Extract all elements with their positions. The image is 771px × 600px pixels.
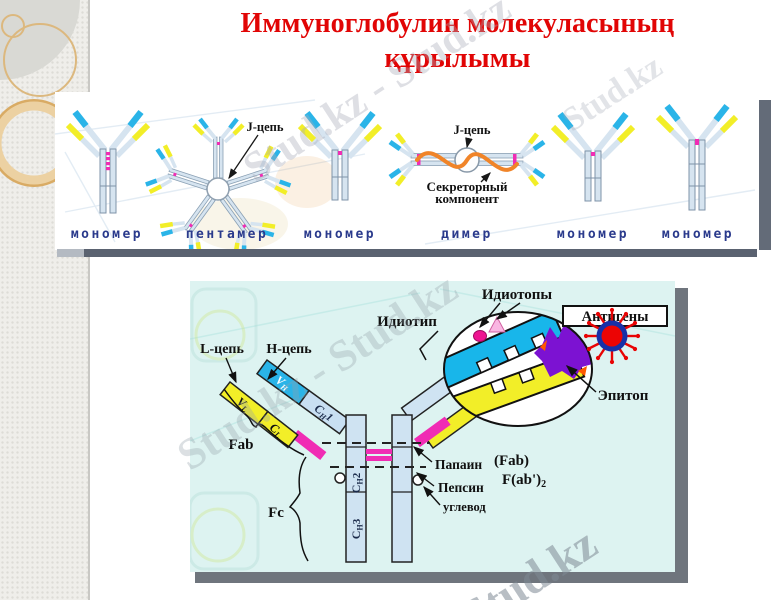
- idiotopes-label: Идиотопы: [482, 287, 553, 303]
- virus-icon: [583, 307, 641, 365]
- right-frame-strip: [675, 288, 688, 583]
- slide-title-line1: Иммуноглобулин молекуласының: [240, 8, 675, 39]
- papain-arrow: [412, 446, 433, 463]
- pentamer-j-chain-label: J-цепь: [247, 120, 284, 134]
- thin-ring-icon: [3, 23, 77, 97]
- light-chain-bar: VL CL: [219, 380, 299, 449]
- carbohydrate-label: углевод: [443, 500, 486, 514]
- papain-fragment-label: (Fab): [494, 453, 529, 469]
- papain-label: Папаин: [435, 457, 482, 472]
- idiotope-blob-pink: [473, 330, 487, 342]
- unit-label-monomer-1: мономер: [71, 227, 143, 242]
- idiotope-arrow: [495, 302, 521, 320]
- l-chain-label: L-цепь: [200, 342, 244, 357]
- domain-ch2-label: CH2: [349, 472, 365, 493]
- slide-title: Иммуноглобулин молекуласының құрылымы: [150, 6, 765, 76]
- unit-labels: мономер пентамер мономер димер мономер м…: [71, 227, 734, 242]
- pepsin-arrow: [415, 472, 435, 487]
- l-chain-arrow: [225, 357, 237, 384]
- unit-label-monomer-4: мономер: [662, 227, 734, 242]
- dimer-j-chain-arrow: [465, 137, 473, 149]
- secretory-label-line2: компонент: [435, 191, 499, 206]
- ghost-logo: [190, 287, 260, 571]
- idiotope-arrow: [479, 302, 501, 329]
- hinge-disulfide-bonds: [366, 449, 392, 461]
- ghost-logo-blob: [275, 156, 339, 208]
- fab-label: Fab: [228, 437, 253, 453]
- domain-ch3-label: CH3: [349, 518, 365, 539]
- secretory-label-line1: Секреторный: [427, 179, 508, 194]
- unit-label-pentamer: пентамер: [186, 227, 269, 242]
- idiotope-blob-light: [488, 315, 506, 333]
- idiotype-bracket: [419, 330, 439, 361]
- antibody-structure-figure: VL CL VH CH1: [190, 281, 688, 583]
- bottom-scrollbar-thumb: [57, 249, 84, 257]
- l-h-bond: [414, 416, 451, 448]
- right-scrollbar-strip: [759, 100, 771, 250]
- idiotype-label: Идиотип: [377, 314, 437, 330]
- dimer-j-chain-label: J-цепь: [454, 123, 491, 137]
- antibody-pentamer: J-цепь: [144, 117, 292, 258]
- h-chain-arrow: [267, 357, 287, 381]
- secretory-component-curve: [415, 151, 519, 172]
- fab-brace: [223, 388, 305, 456]
- fc-label: Fc: [268, 505, 284, 521]
- bottom-scrollbar-strip: [57, 249, 757, 257]
- j-chain-arrow: [228, 134, 259, 180]
- antibody-monomer-2: [297, 110, 383, 201]
- l-h-bond: [291, 430, 327, 461]
- hinge-bonds: [106, 152, 110, 171]
- heavy-chains: [345, 414, 413, 563]
- svg-text:CH2: CH2: [349, 472, 365, 493]
- svg-text:CH3: CH3: [349, 518, 365, 539]
- antibody-monomer-1: [65, 109, 151, 214]
- magnifier-outline: [443, 311, 593, 427]
- antibody-dimer: J-цепь Секреторный компонент: [388, 123, 544, 206]
- magnifier-content: [444, 312, 592, 423]
- slide-title-line2: құрылымы: [384, 43, 531, 74]
- unit-label-monomer-3: мономер: [557, 227, 629, 242]
- secretory-arrow: [480, 172, 491, 183]
- corner-quarter-circle: [0, 0, 80, 80]
- epitope-label: Эпитоп: [598, 388, 649, 404]
- carbohydrate-circle: [334, 472, 346, 484]
- carbohydrate-arrow: [423, 485, 441, 506]
- bottom-frame-strip: [195, 572, 688, 583]
- j-chain-circle: [206, 177, 230, 201]
- pepsin-label: Пепсин: [438, 480, 484, 495]
- h-chain-label: H-цепь: [266, 342, 312, 357]
- magnified-vh-bar: [444, 312, 565, 393]
- epitope-arrow: [565, 364, 597, 393]
- unit-label-dimer: димер: [441, 227, 493, 242]
- antibody-monomer-4: [655, 103, 739, 211]
- cleavage-lines: [322, 442, 430, 468]
- unit-label-monomer-2: мономер: [304, 227, 376, 242]
- immunoglobulin-classes-figure: J-цепь: [55, 92, 771, 258]
- fc-brace: [288, 456, 309, 562]
- pepsin-fragment-label: F(ab')2: [502, 472, 546, 490]
